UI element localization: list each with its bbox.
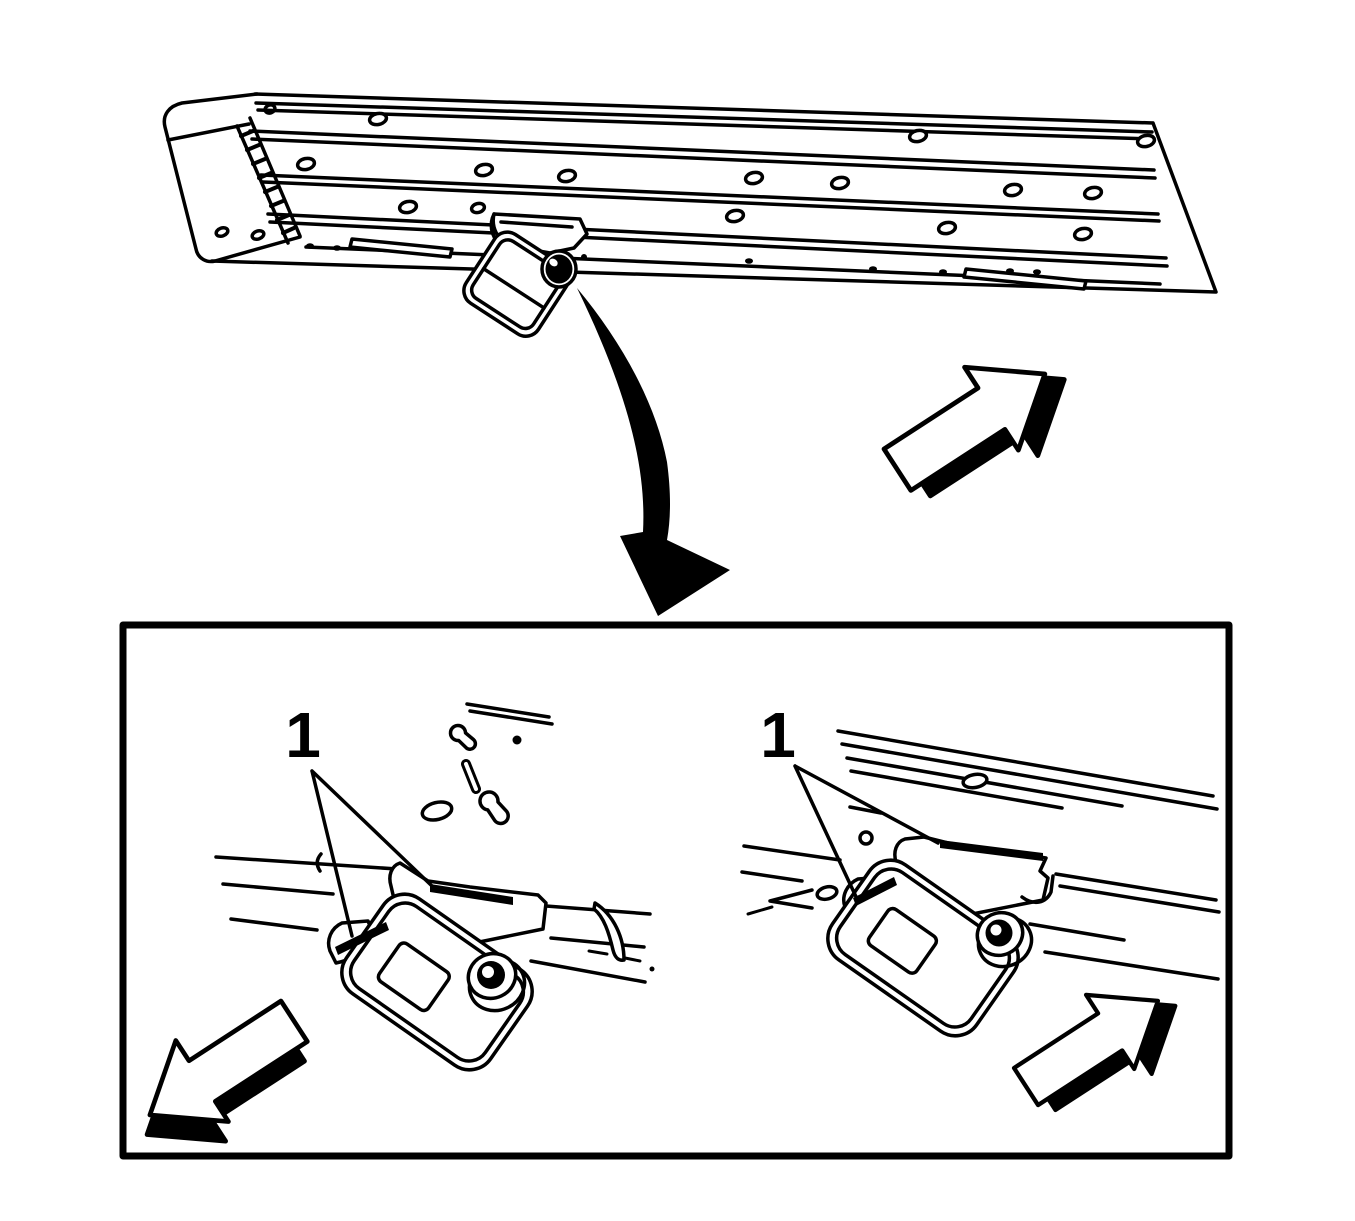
wear-mark-hatch [853, 877, 897, 906]
bracket-body [340, 892, 534, 1072]
rivet-dot [1033, 269, 1041, 275]
bracket-body-seam [481, 266, 546, 310]
rivet-dot [1006, 268, 1014, 274]
rivet-dot [333, 245, 341, 251]
callout-1-label: 1 [285, 699, 321, 771]
wear-mark-hatch [430, 884, 513, 905]
bracket-body [826, 858, 1020, 1038]
rail-hole [743, 170, 765, 186]
bracket-plate-inner-line [499, 220, 574, 229]
bracket-body-inner [469, 238, 564, 331]
bottom-flange-tabs [348, 237, 1088, 291]
wear-mark-hatch [940, 840, 1043, 861]
oval-hole [815, 884, 839, 902]
rivet-dot [745, 258, 753, 264]
spring-tip-detail [768, 888, 814, 910]
rail-hole [724, 208, 746, 224]
rail-hole [1002, 182, 1024, 198]
rail-hole [907, 128, 929, 144]
keyhole-slot [478, 790, 510, 826]
rivet-dot [512, 735, 522, 745]
bracket-body [462, 230, 571, 338]
latch-bracket-overview [462, 201, 589, 338]
rail-rivet-dots [306, 243, 1041, 275]
rail-dashes [746, 905, 774, 916]
rail-end-cap [162, 92, 302, 264]
rivet-dot [939, 269, 947, 275]
curved-detail-pointer-arrow-icon [577, 288, 730, 616]
rail-hole [473, 162, 495, 178]
rail-holes [295, 111, 1157, 242]
bushing-bore [990, 924, 1002, 936]
rail-assembly-illustration [162, 92, 1218, 616]
rail-hole [397, 199, 419, 215]
rivet-dot [869, 266, 877, 272]
detail-box: 1 [113, 621, 1233, 1175]
slot-inner [464, 762, 478, 791]
callout-leader-lines [793, 764, 940, 903]
bolt-head [545, 254, 573, 284]
rivet-dot [306, 243, 314, 249]
oval-hole [420, 800, 454, 822]
cap-hole [214, 225, 230, 239]
rail-hole [829, 175, 851, 191]
rail-hole [1135, 133, 1157, 149]
detail-panel-left: 1 [113, 699, 655, 1175]
bracket-ear [1020, 874, 1055, 905]
oval-hole [961, 772, 989, 790]
rail-cut-edge [592, 901, 626, 962]
callout-leader-lines [310, 769, 434, 938]
small-rivet [581, 254, 587, 260]
bolt-highlight [549, 258, 558, 267]
direction-block-arrow-icon [871, 325, 1092, 524]
rail-hole [295, 156, 317, 172]
detail-panel-right: 1 [740, 699, 1221, 1135]
bracket-hole [469, 201, 487, 215]
wear-mark-hatch [335, 922, 389, 955]
bracket-cutout [866, 906, 939, 975]
rail-hole [1082, 185, 1104, 201]
rail-hole [1072, 226, 1094, 242]
keyhole-slot [448, 723, 478, 751]
callout-1-label: 1 [760, 699, 796, 771]
rail-hole [367, 111, 389, 127]
small-arc-detail [315, 852, 323, 873]
rail-hole [556, 168, 578, 184]
bushing-bore [482, 966, 494, 978]
small-hole [858, 830, 874, 846]
rivet-dot [649, 966, 655, 972]
bracket-cutout [376, 941, 451, 1013]
rail-face-lines [210, 92, 1218, 294]
cap-hole [250, 228, 266, 242]
rail-hole [936, 220, 958, 236]
